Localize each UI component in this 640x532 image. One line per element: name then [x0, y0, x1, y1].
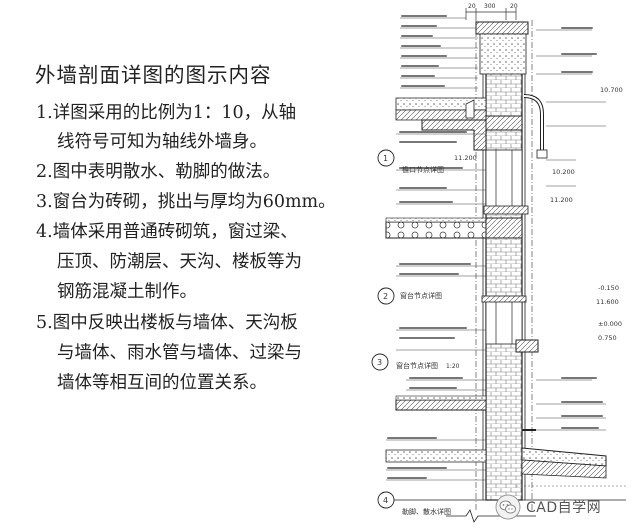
detail-1: 1 檐口节点详图	[377, 149, 444, 174]
window-sill	[515, 339, 539, 353]
item-4-line-3: 钢筋混凝土制作。	[57, 282, 197, 302]
item-1-line-2: 线符号可知为轴线外墙身。	[57, 132, 267, 152]
item-5-line-3: 墙体等相互间的位置关系。	[57, 373, 267, 393]
item-4-line-2: 压顶、防潮层、天沟、楼板等为	[57, 252, 302, 272]
detail-4: 4 勒脚、散水详图	[377, 491, 451, 516]
detail-label: 檐口节点详图	[402, 165, 444, 174]
watermark: CAD自学网	[495, 490, 601, 524]
floor-slab-2	[395, 395, 487, 411]
detail-number: 4	[383, 496, 388, 505]
window-lower	[481, 295, 533, 349]
detail-number: 3	[377, 358, 382, 367]
elevation-label: 11.200	[454, 154, 477, 162]
detail-3: 3 窗台节点详图 1:20	[371, 353, 460, 371]
dim-right: 20	[510, 3, 518, 10]
item-2-line-1: 2.图中表明散水、勒脚的做法。	[36, 162, 281, 182]
elevation-label: ±0.000	[598, 320, 622, 328]
leader-lines	[386, 17, 606, 481]
item-3-line-1: 3.窗台为砖砌，挑出与厚均为60mm。	[36, 192, 336, 212]
item-5-line-2: 与墙体、雨水管与墙体、过梁与	[57, 343, 302, 363]
elevation-label: -0.150	[598, 284, 619, 292]
detail-number: 1	[383, 154, 388, 163]
detail-label: 窗台节点详图	[396, 361, 438, 370]
roof-slab	[395, 97, 523, 151]
detail-label: 勒脚、散水详图	[402, 507, 451, 516]
break-line	[446, 509, 536, 523]
detail-label: 窗台节点详图	[400, 291, 442, 300]
detail-number: 2	[383, 292, 388, 301]
elevation-label: 11.200	[550, 196, 573, 204]
wall-section-drawing: 20 300 20	[366, 0, 640, 532]
watermark-text: CAD自学网	[526, 500, 602, 516]
page-title: 外墙剖面详图的图示内容	[35, 63, 272, 87]
elevation-label: 0.750	[598, 334, 617, 342]
top-dimension: 20 300 20	[465, 3, 518, 20]
floor-slab-1	[385, 217, 523, 239]
elevation-label: 10.700	[600, 86, 623, 94]
item-4-line-1: 4.墙体采用普通砖砌筑，窗过梁、	[36, 222, 298, 242]
dim-mid: 300	[484, 3, 496, 10]
main-wall	[475, 20, 533, 510]
wechat-icon	[495, 494, 521, 520]
detail-2: 2 窗台节点详图	[377, 287, 442, 305]
text-panel: 外墙剖面详图的图示内容 1.详图采用的比例为1：10，从轴 线符号可知为轴线外墙…	[35, 63, 336, 393]
section-drawing-svg: 20 300 20	[371, 3, 626, 523]
detail-scale: 1:20	[446, 363, 460, 370]
ground-apron	[385, 429, 626, 501]
elevation-label: 10.200	[552, 168, 575, 176]
dim-left: 20	[468, 3, 476, 10]
elevation-label: 11.600	[596, 298, 619, 306]
downpipe	[523, 94, 548, 159]
item-1-line-1: 1.详图采用的比例为1：10，从轴	[36, 103, 297, 123]
window-upper	[483, 149, 529, 215]
item-5-line-1: 5.图中反映出楼板与墙体、天沟板	[36, 313, 298, 333]
annotation-text-marks	[387, 15, 603, 479]
parapet-coping	[475, 21, 529, 75]
elevation-marks: 11.200 10.700 11.200 10.200 11.600 ±0.00…	[454, 86, 623, 342]
